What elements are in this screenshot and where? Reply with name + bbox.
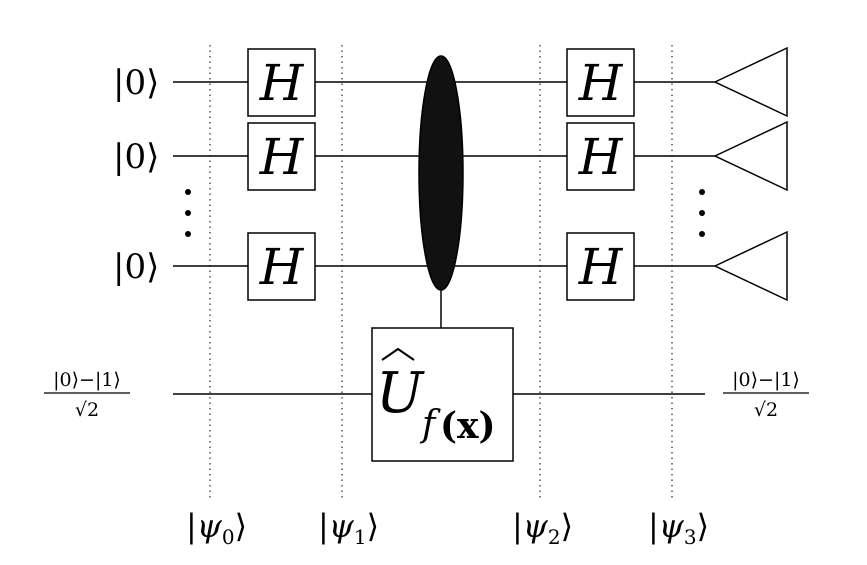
h-gate-label: H [259,54,305,112]
state-label-psi0: |ψ0⟩ [186,507,247,549]
measurement-1 [713,46,788,118]
right-ellipsis [699,189,705,237]
h-gate-col2-row2: H [566,122,635,191]
h-gate-col1-row1: H [247,48,316,117]
input-ket-n: |0⟩ [113,247,159,287]
h-gate-label: H [578,238,624,296]
h-gate-col1-rown: H [247,232,316,301]
oracle-gate: U f (x) [371,327,514,462]
h-gate-label: H [259,128,305,186]
h-gate-label: H [578,54,624,112]
svg-text:|ψ2⟩: |ψ2⟩ [512,507,573,549]
input-ket-2: |0⟩ [113,137,159,177]
state-label-psi2: |ψ2⟩ [512,507,573,549]
ancilla-out-numerator: |0⟩−|1⟩ [732,369,800,391]
h-gate-col1-row2: H [247,122,316,191]
input-ket-1: |0⟩ [113,63,159,103]
ancilla-out-denominator: √2 [754,399,778,421]
ancilla-in-denominator: √2 [75,399,99,421]
ancilla-input-state: |0⟩−|1⟩ √2 [44,369,130,421]
svg-text:|ψ1⟩: |ψ1⟩ [318,507,379,549]
svg-text:|ψ0⟩: |ψ0⟩ [186,507,247,549]
oracle-symbol: U [376,361,425,426]
h-gate-label: H [259,238,305,296]
oracle-subscript-arg: (x) [440,405,496,447]
measurement-2 [713,120,788,192]
control-ellipse [418,55,464,291]
h-gate-label: H [578,128,624,186]
h-gate-col2-rown: H [566,232,635,301]
h-gate-col2-row1: H [566,48,635,117]
oracle-hat-mark [381,347,415,361]
measurements [713,46,788,302]
measurement-n [713,230,788,302]
svg-text:|ψ3⟩: |ψ3⟩ [648,507,709,549]
state-label-psi3: |ψ3⟩ [648,507,709,549]
state-label-psi1: |ψ1⟩ [318,507,379,549]
ancilla-output-state: |0⟩−|1⟩ √2 [723,369,809,421]
left-ellipsis [185,189,191,237]
ancilla-in-numerator: |0⟩−|1⟩ [53,369,121,391]
